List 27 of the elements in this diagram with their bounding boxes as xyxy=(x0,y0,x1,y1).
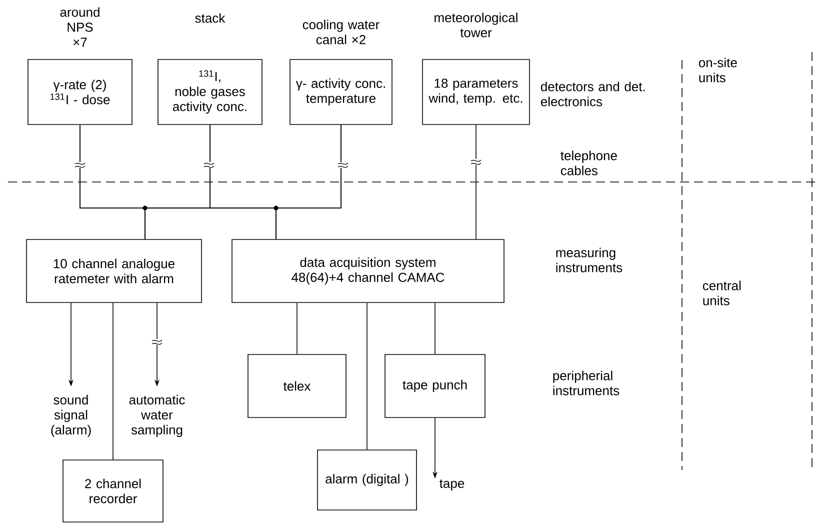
section-label: on-site units xyxy=(698,58,737,82)
detector-box: γ- activity conc. temperature xyxy=(290,59,392,125)
detector-box: $^{131}$I, noble gases activity conc. xyxy=(158,59,262,125)
instrument-box: tape punch xyxy=(384,354,486,418)
location-heading: cooling water canal ×2 xyxy=(302,20,380,44)
section-label: central units xyxy=(702,280,741,306)
connector-line xyxy=(296,302,298,354)
output-label: tape xyxy=(440,479,464,491)
detector-box: γ-rate (2) $^{131}$I - dose xyxy=(28,59,132,125)
connector-line xyxy=(366,302,368,450)
output-label: sound signal (alarm) xyxy=(51,394,91,438)
location-heading: stack xyxy=(195,13,226,23)
section-label: measuring instruments xyxy=(556,248,622,272)
detector-box: 18 parameters wind, temp. etc. xyxy=(422,59,530,125)
section-label: peripherial instruments xyxy=(553,370,620,396)
instrument-box: 10 channel analogue ratemeter with alarm xyxy=(26,239,202,303)
instrument-box: data acquisition system 48(64)+4 channel CAMAC xyxy=(232,239,504,303)
instrument-box: telex xyxy=(248,354,346,418)
instrument-box: alarm (digital ) xyxy=(317,450,417,510)
output-label: automatic water sampling xyxy=(129,394,185,438)
instrument-box: 2 channel recorder xyxy=(62,460,164,522)
connector-line xyxy=(434,302,436,354)
location-heading: meteorological tower xyxy=(434,12,518,38)
connector-line xyxy=(276,124,342,240)
location-heading: around NPS ×7 xyxy=(60,7,100,47)
section-label: telephone cables xyxy=(560,150,617,176)
connector-line xyxy=(112,302,114,460)
